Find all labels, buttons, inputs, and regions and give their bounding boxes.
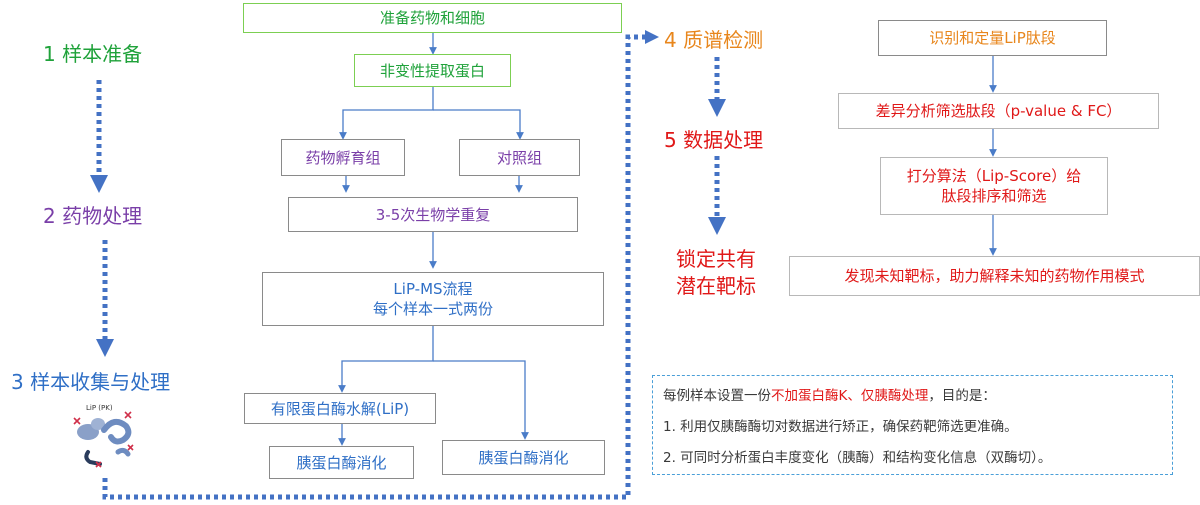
note-box: 每例样本设置一份不加蛋白酶K、仅胰酶处理，目的是： 1. 利用仅胰酶酶切对数据进… bbox=[652, 375, 1173, 475]
identify-box: 识别和定量LiP肽段 bbox=[878, 20, 1107, 56]
extract-box: 非变性提取蛋白 bbox=[354, 54, 511, 87]
extract-branch-line-right bbox=[433, 109, 524, 140]
discover-box: 发现未知靶标，助力解释未知的药物作用模式 bbox=[789, 256, 1200, 296]
diff-analysis-box: 差异分析筛选肽段（p-value & FC） bbox=[838, 93, 1159, 129]
lip-box: 有限蛋白酶水解(LiP) bbox=[244, 393, 436, 424]
note-highlight: 不加蛋白酶K、仅胰酶处理 bbox=[771, 388, 929, 404]
note-line-3: 2. 可同时分析蛋白丰度变化（胰酶）和结构变化信息（双酶切）。 bbox=[663, 450, 1052, 466]
protein-digestion-icon bbox=[73, 411, 134, 468]
step4-arrowhead bbox=[645, 30, 659, 44]
step-3-label: 3 样本收集与处理 bbox=[11, 370, 171, 394]
lipms-box: LiP-MS流程 每个样本一式两份 bbox=[262, 272, 604, 326]
drug-group-box: 药物孵育组 bbox=[281, 139, 405, 176]
extract-branch-line bbox=[339, 87, 434, 140]
note-line-1: 每例样本设置一份不加蛋白酶K、仅胰酶处理，目的是： bbox=[663, 388, 996, 404]
replicates-box: 3-5次生物学重复 bbox=[288, 197, 578, 232]
prepare-box: 准备药物和细胞 bbox=[243, 3, 622, 33]
lipms-branch-line bbox=[338, 326, 434, 393]
trypsin-box-b: 胰蛋白酶消化 bbox=[442, 440, 605, 475]
target-label: 锁定共有 潜在靶标 bbox=[676, 247, 756, 298]
icon-label: LiP (PK) bbox=[86, 404, 113, 412]
step-2-label: 2 药物处理 bbox=[43, 204, 143, 228]
step3-to-step4-loop bbox=[102, 34, 647, 500]
trypsin-box-a: 胰蛋白酶消化 bbox=[269, 446, 414, 479]
score-box: 打分算法（Lip-Score）给 肽段排序和筛选 bbox=[880, 157, 1108, 215]
step-1-label: 1 样本准备 bbox=[43, 42, 143, 66]
step-5-label: 5 数据处理 bbox=[664, 128, 764, 152]
step-4-label: 4 质谱检测 bbox=[664, 28, 764, 52]
note-line-2: 1. 利用仅胰酶酶切对数据进行矫正，确保药靶筛选更准确。 bbox=[663, 419, 1018, 435]
control-group-box: 对照组 bbox=[459, 139, 580, 176]
lipms-branch-line-right bbox=[433, 360, 529, 440]
